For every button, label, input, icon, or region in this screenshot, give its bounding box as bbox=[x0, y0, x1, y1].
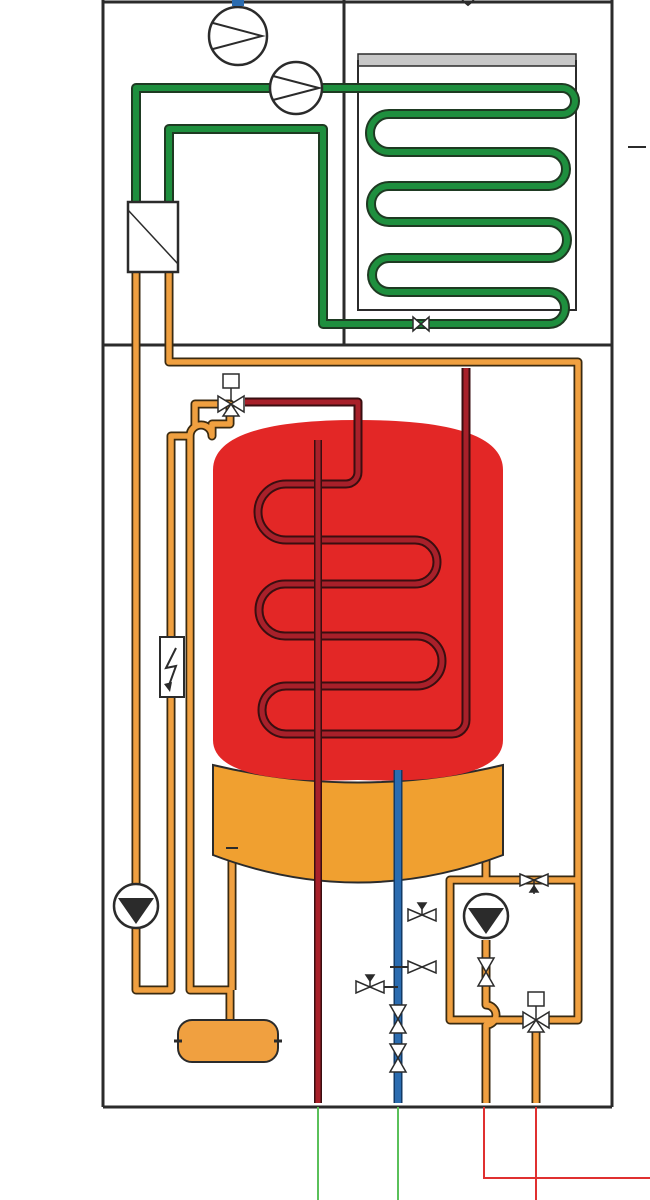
cold-water-valve-upper bbox=[388, 1004, 408, 1034]
drain-valve-middle bbox=[407, 959, 437, 975]
drain-valve-upper bbox=[407, 902, 437, 923]
buffer-storage-tank bbox=[212, 420, 504, 884]
three-way-valve-top bbox=[217, 373, 245, 417]
circulation-pump-heating bbox=[268, 60, 324, 116]
top-notch bbox=[461, 0, 475, 7]
circulation-pump-top bbox=[207, 0, 269, 67]
heating-circuit bbox=[131, 83, 580, 329]
cabinet-outline bbox=[101, 0, 614, 1109]
electric-heater bbox=[159, 636, 185, 698]
secondary-pump bbox=[462, 892, 510, 940]
bypass-valve bbox=[519, 872, 549, 894]
coil-tray bbox=[357, 53, 577, 67]
drain-valve-left bbox=[355, 974, 385, 995]
heating-valve bbox=[412, 315, 430, 333]
pump-line-valve bbox=[476, 957, 496, 987]
coil-tray-frame bbox=[357, 60, 577, 311]
primary-pump bbox=[112, 882, 160, 930]
plate-heat-exchanger bbox=[126, 200, 180, 274]
heat-pump-circuit bbox=[131, 272, 583, 1103]
tank-heat-coil bbox=[245, 368, 471, 739]
expansion-vessel bbox=[174, 1019, 282, 1063]
cold-water-valve-lower bbox=[388, 1043, 408, 1073]
tank-jacket bbox=[212, 763, 504, 884]
external-connection-lines bbox=[317, 1107, 650, 1200]
three-way-valve-bottom bbox=[522, 991, 550, 1033]
